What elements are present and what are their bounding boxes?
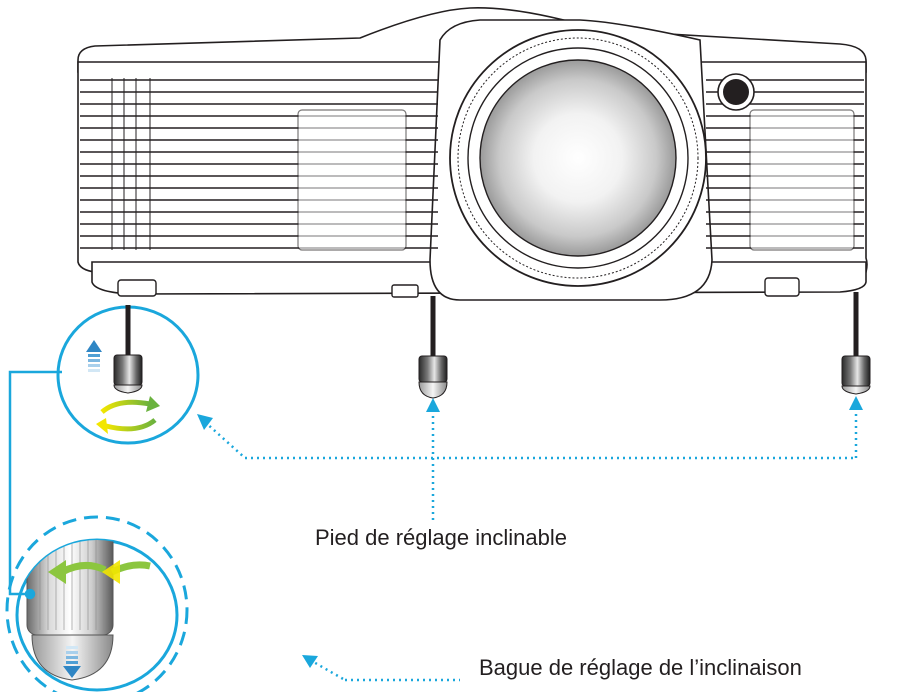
tilt-foot-right bbox=[841, 292, 871, 395]
callout-connector bbox=[8, 370, 62, 600]
ir-sensor bbox=[717, 73, 755, 111]
side-grill bbox=[111, 78, 151, 250]
rotate-arrows-large bbox=[48, 560, 151, 584]
tilt-foot-label: Pied de réglage inclinable bbox=[315, 525, 567, 550]
rotate-icon bbox=[96, 396, 160, 434]
tilt-foot-center bbox=[418, 296, 448, 399]
leader-arrowheads bbox=[197, 396, 863, 668]
small-callout bbox=[56, 305, 200, 445]
base-feet bbox=[117, 277, 800, 298]
large-callout bbox=[5, 515, 189, 697]
arrow-down-icon bbox=[63, 646, 81, 678]
vent-right bbox=[706, 79, 864, 251]
vent-left bbox=[80, 79, 438, 251]
lens bbox=[449, 29, 707, 287]
leader-lines bbox=[204, 410, 858, 682]
tilt-ring-label: Bague de réglage de l’inclinaison bbox=[479, 655, 802, 680]
arrow-up-icon bbox=[86, 340, 102, 372]
